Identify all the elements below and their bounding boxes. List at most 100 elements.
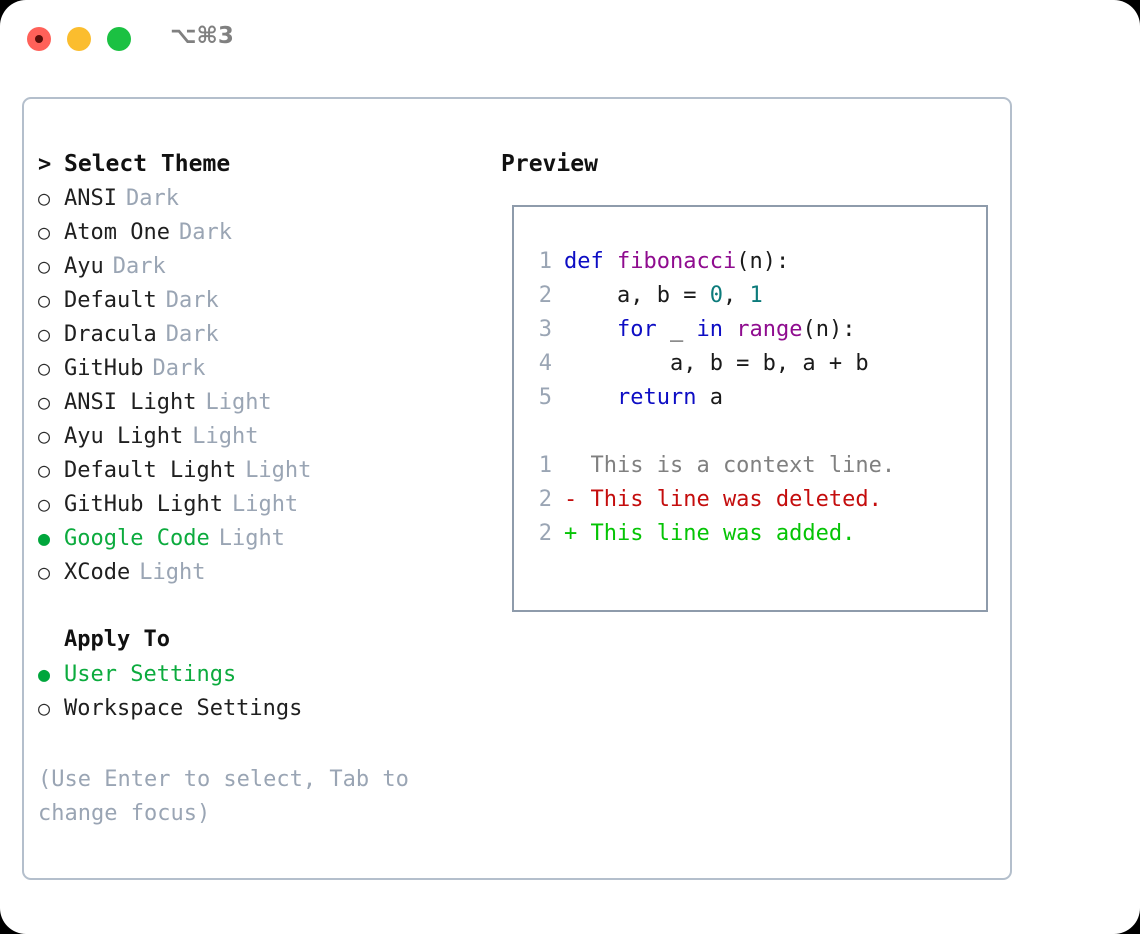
- diff-preview: 1 This is a context line.2- This line wa…: [514, 449, 986, 551]
- theme-category-tag: Dark: [152, 356, 206, 381]
- theme-name: Atom One: [64, 220, 170, 245]
- apply-to-heading: Apply To: [38, 623, 488, 657]
- radio-unselected-icon[interactable]: ○: [38, 560, 51, 584]
- theme-name: XCode: [64, 560, 131, 585]
- radio-unselected-icon[interactable]: ○: [38, 458, 51, 482]
- code-token: 0: [709, 283, 723, 308]
- theme-name: Default: [64, 288, 157, 313]
- caret-icon: >: [38, 152, 52, 177]
- radio-unselected-icon[interactable]: ○: [38, 288, 51, 312]
- apply-to-label: Apply To: [64, 627, 170, 652]
- diff-line-text: This is a context line.: [564, 453, 896, 478]
- radio-unselected-icon[interactable]: ○: [38, 322, 51, 346]
- theme-list-item[interactable]: ○ XCode Light: [38, 555, 488, 589]
- theme-name: Ayu: [64, 254, 104, 279]
- radio-unselected-icon[interactable]: ○: [38, 696, 51, 720]
- theme-category-tag: Dark: [112, 254, 166, 279]
- minimize-window-button[interactable]: [67, 27, 91, 51]
- radio-unselected-icon[interactable]: ○: [38, 390, 51, 414]
- help-text: (Use Enter to select, Tab to change focu…: [38, 767, 409, 826]
- apply-to-option[interactable]: ● User Settings: [38, 657, 488, 691]
- theme-category-tag: Dark: [125, 186, 179, 211]
- theme-category-tag: Light: [218, 526, 285, 551]
- apply-to-option-label: Workspace Settings: [64, 696, 303, 721]
- code-token: (n):: [736, 249, 790, 274]
- code-token: a, b =: [564, 283, 710, 308]
- radio-unselected-icon[interactable]: ○: [38, 492, 51, 516]
- code-line: 2 a, b = 0, 1: [514, 279, 986, 313]
- theme-category-tag: Light: [231, 492, 299, 517]
- radio-unselected-icon[interactable]: ○: [38, 254, 51, 278]
- theme-category-tag: Dark: [165, 288, 219, 313]
- code-token: a, b = b, a + b: [564, 351, 869, 376]
- theme-list-item[interactable]: ○ Default Dark: [38, 283, 488, 317]
- theme-category-tag: Dark: [165, 322, 219, 347]
- code-token: [564, 385, 617, 410]
- diff-line: 2 + This line was added.: [514, 517, 986, 551]
- radio-unselected-icon[interactable]: ○: [38, 220, 51, 244]
- theme-category-tag: Light: [245, 458, 312, 483]
- diff-line-text: - This line was deleted.: [564, 487, 882, 512]
- theme-list-item[interactable]: ○ Default Light Light: [38, 453, 488, 487]
- code-token: range: [736, 317, 803, 342]
- theme-name: Dracula: [64, 322, 157, 347]
- theme-name: Google Code: [64, 526, 210, 551]
- theme-category-tag: Light: [205, 390, 272, 415]
- code-token: def: [564, 249, 617, 274]
- theme-list-item[interactable]: ○ GitHub Light Light: [38, 487, 488, 521]
- code-line: 4 a, b = b, a + b: [514, 347, 986, 381]
- theme-list-item[interactable]: ○ GitHub Dark: [38, 351, 488, 385]
- radio-selected-icon[interactable]: ●: [38, 662, 51, 686]
- line-number: 4: [538, 351, 552, 376]
- preview-gap: [514, 415, 986, 449]
- close-window-button[interactable]: [27, 27, 51, 51]
- theme-list-item[interactable]: ○ Ayu Dark: [38, 249, 488, 283]
- line-number: 2: [538, 521, 552, 546]
- theme-name: GitHub Light: [64, 492, 223, 517]
- radio-unselected-icon[interactable]: ○: [38, 424, 51, 448]
- list-spacer: [38, 589, 488, 623]
- theme-list-header: >Select Theme: [38, 147, 488, 181]
- diff-line: 1 This is a context line.: [514, 449, 986, 483]
- diff-line-text: + This line was added.: [564, 521, 856, 546]
- theme-name: GitHub: [64, 356, 144, 381]
- keyboard-shortcut-label: ⌥⌘3: [170, 23, 234, 49]
- code-token: a: [696, 385, 723, 410]
- maximize-window-button[interactable]: [107, 27, 131, 51]
- line-number: 3: [538, 317, 552, 342]
- theme-category-tag: Light: [139, 560, 206, 585]
- apply-to-list: ● User Settings ○ Workspace Settings: [38, 657, 488, 725]
- code-token: [723, 317, 736, 342]
- theme-name: Ayu Light: [64, 424, 184, 449]
- code-token: return: [616, 385, 697, 410]
- theme-name: Default Light: [64, 458, 237, 483]
- code-token: in: [696, 317, 723, 342]
- line-number: 1: [538, 453, 552, 478]
- code-token: 1: [749, 283, 763, 308]
- code-token: [564, 317, 617, 342]
- radio-unselected-icon[interactable]: ○: [38, 186, 51, 210]
- close-icon: [35, 35, 43, 43]
- title-bar: ⌥⌘3: [0, 0, 1140, 80]
- theme-list-item[interactable]: ● Google Code Light: [38, 521, 488, 555]
- code-token: fibonacci: [616, 249, 737, 274]
- apply-to-option[interactable]: ○ Workspace Settings: [38, 691, 488, 725]
- diff-line: 2- This line was deleted.: [514, 483, 986, 517]
- radio-selected-icon[interactable]: ●: [38, 526, 51, 550]
- theme-list-item[interactable]: ○ Dracula Dark: [38, 317, 488, 351]
- code-token: ,: [722, 283, 750, 308]
- radio-unselected-icon[interactable]: ○: [38, 356, 51, 380]
- apply-to-option-label: User Settings: [64, 662, 237, 687]
